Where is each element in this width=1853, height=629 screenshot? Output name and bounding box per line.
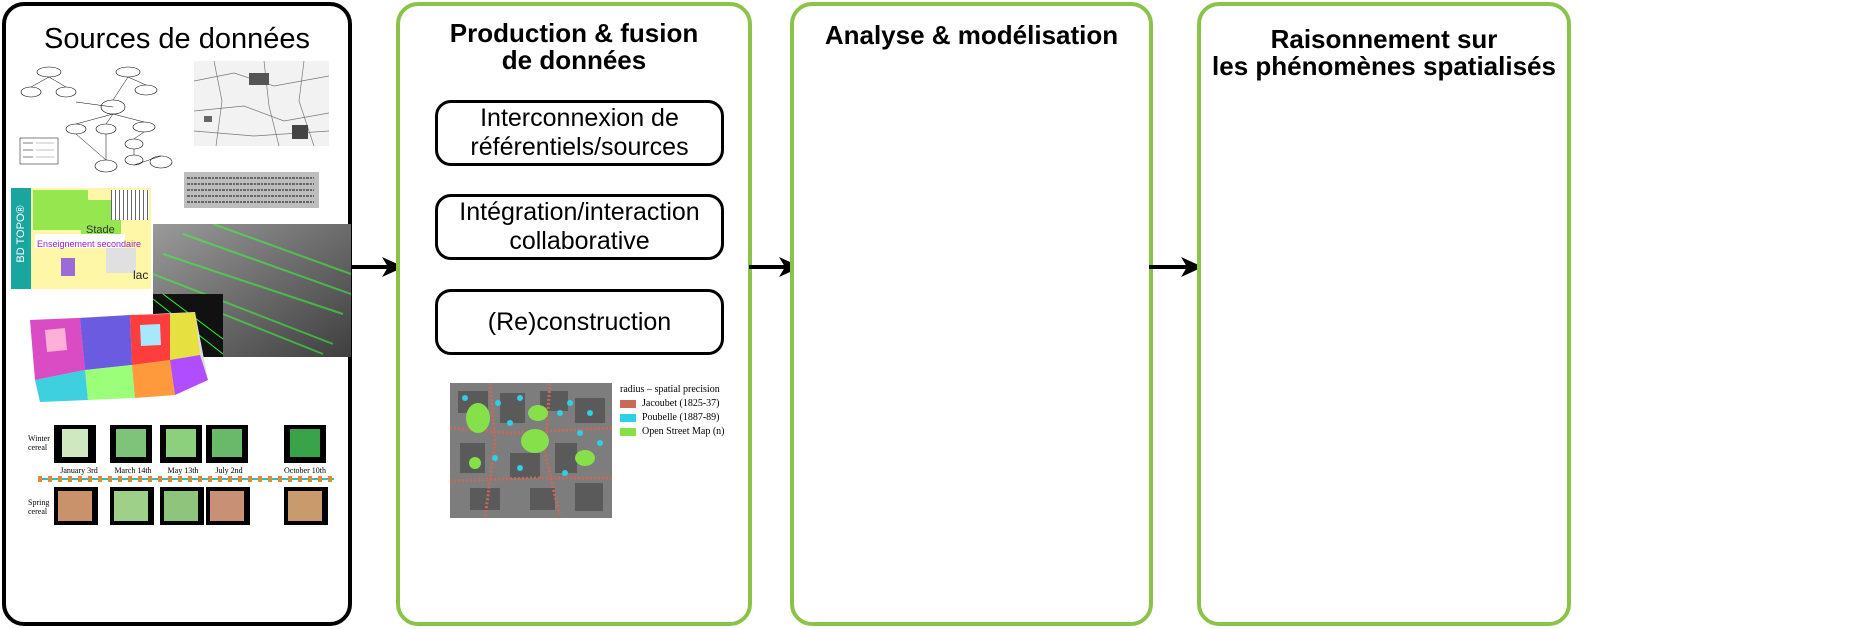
bdtopo-label-lac: lac <box>133 268 149 282</box>
arrow-analysis-to-reasoning <box>1149 257 1203 277</box>
step-reconstruction: (Re)construction <box>435 289 724 355</box>
bdtopo-map-thumbnail: BD TOPO® Stade Enseignement secondaire l… <box>11 188 151 289</box>
legend-swatch <box>620 399 636 408</box>
map-legend-item-osm: Open Street Map (n) <box>620 426 724 437</box>
historical-map-thumbnail <box>194 61 329 146</box>
legend-swatch <box>620 413 636 422</box>
3d-model-thumbnail <box>30 312 208 402</box>
map-legend-item-poubelle: Poubelle (1887-89) <box>620 412 720 423</box>
timeline-date-5: October 10th <box>284 466 326 475</box>
legend-swatch <box>620 427 636 436</box>
timeline-date-1: January 3rd <box>60 466 98 475</box>
sources-panel: Sources de données <box>2 2 352 626</box>
sources-title: Sources de données <box>43 23 311 55</box>
map-legend-title: radius – spatial precision <box>620 384 720 395</box>
analysis-title: Analyse & modélisation <box>824 20 1119 50</box>
ontology-diagram-thumbnail <box>19 66 173 173</box>
arrow-sources-to-production <box>352 257 404 277</box>
production-panel: Production & fusion de données Interconn… <box>396 2 752 626</box>
bdtopo-label-stade: Stade <box>86 224 115 236</box>
text-document-thumbnail <box>184 172 319 208</box>
timeline-date-2: March 14th <box>114 466 152 475</box>
timeline-date-3: May 13th <box>167 466 199 475</box>
reasoning-title: Raisonnement sur les phénomènes spatiali… <box>1212 24 1556 82</box>
bdtopo-label-enseignement: Enseignement secondaire <box>37 239 142 249</box>
map-legend-item-jacoubet: Jacoubet (1825-37) <box>620 398 719 409</box>
analysis-panel: Analyse & modélisation <box>790 2 1153 626</box>
production-title: Production & fusion de données <box>449 18 699 76</box>
timeline-date-4: July 2nd <box>215 466 243 475</box>
precision-map-thumbnail <box>450 383 612 518</box>
bdtopo-side-band <box>11 188 31 289</box>
bdtopo-side-label: BD TOPO® <box>15 205 27 263</box>
reasoning-panel: Raisonnement sur les phénomènes spatiali… <box>1197 2 1571 626</box>
